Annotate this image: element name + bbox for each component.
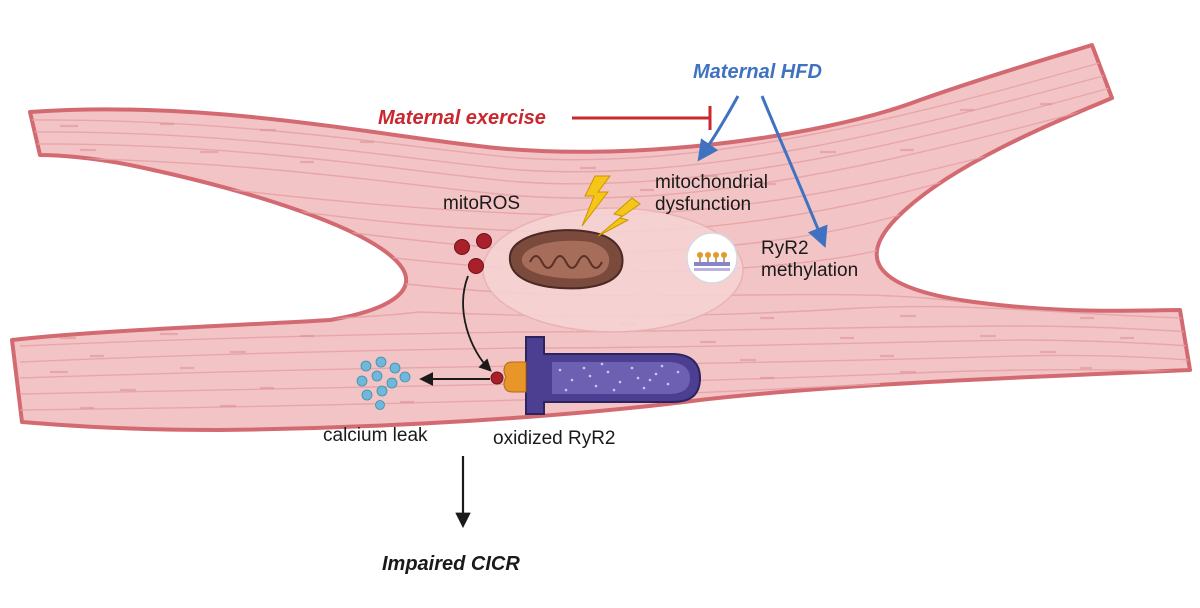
ros-to-ryr2-arrow [462, 275, 492, 372]
ryr2-orange-cap [503, 361, 527, 393]
mitoros-label: mitoROS [443, 193, 521, 214]
hfd-to-mitochondria-arrow [697, 95, 740, 162]
exercise-inhibition-line [572, 106, 712, 130]
ryr2-methylation-label: RyR2 methylation [761, 238, 858, 282]
hfd-to-methylation-arrow [760, 95, 828, 248]
ryr2-channel-icon [490, 336, 702, 415]
mitoros-dots [454, 233, 492, 274]
maternal-exercise-label: Maternal exercise [378, 107, 546, 129]
ryr2-methylation-line1: RyR2 [761, 238, 809, 259]
mitochondrion-icon [508, 229, 624, 290]
mitochondrial-dysfunction-label: mitochondrial dysfunction [655, 172, 768, 216]
mitochondrial-dysfunction-line2: dysfunction [655, 194, 752, 215]
ros-bound-dot [490, 371, 504, 385]
lightning-bolt-icon-2 [597, 197, 641, 237]
maternal-hfd-label: Maternal HFD [693, 61, 822, 83]
lightning-bolt-icon [581, 175, 611, 227]
mitochondrial-dysfunction-line1: mitochondrial [655, 172, 768, 193]
impaired-cicr-label: Impaired CICR [382, 553, 520, 575]
oxidized-ryr2-label: oxidized RyR2 [493, 428, 616, 449]
calcium-ions [356, 356, 411, 410]
ryr2-methylation-line2: methylation [761, 260, 859, 281]
methylation-icon [686, 232, 738, 284]
calcium-leak-label: calcium leak [323, 425, 428, 446]
